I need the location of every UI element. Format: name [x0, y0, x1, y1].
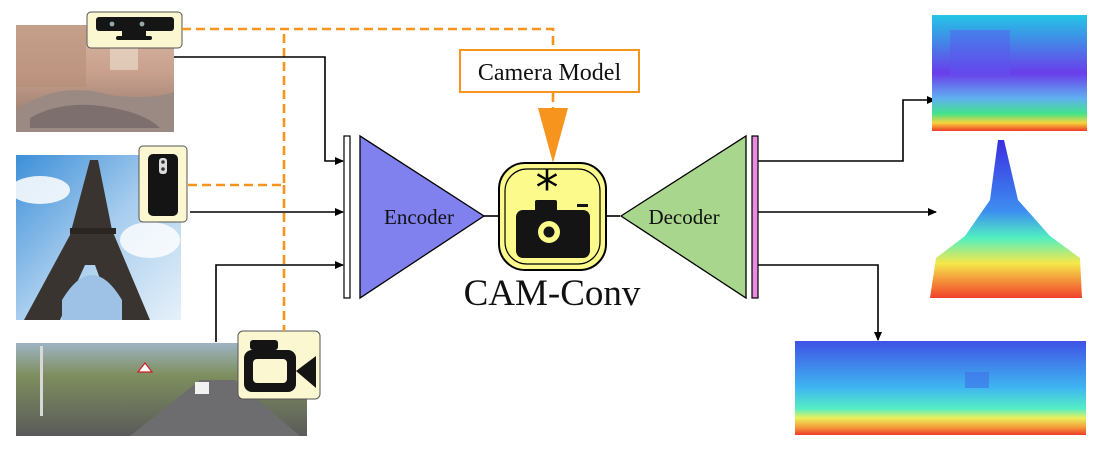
input-image-eiffel [10, 155, 181, 320]
camera-model-box [459, 49, 640, 93]
encoder-block [359, 134, 486, 300]
output-connectors [758, 96, 937, 341]
decoder-label: Decoder [648, 205, 719, 229]
camera-icon [516, 200, 590, 258]
camera-model-arrowhead [538, 108, 568, 163]
video-camera-icon [237, 330, 321, 400]
camera-model-label: Camera Model [478, 60, 622, 86]
output-depth-street [795, 341, 1086, 435]
output-stack-bar [751, 135, 759, 299]
decoder-block [619, 134, 747, 300]
output-depth-indoor [932, 15, 1087, 131]
depth-sensor-icon [86, 11, 183, 49]
encoder-label: Encoder [384, 205, 454, 229]
asterisk-icon: * [536, 161, 559, 215]
camconv-label: CAM-Conv [464, 273, 641, 314]
input-stack-bar [343, 135, 351, 299]
output-depth-eiffel [930, 140, 1082, 298]
input-connectors [174, 56, 344, 342]
phone-icon [138, 145, 188, 223]
